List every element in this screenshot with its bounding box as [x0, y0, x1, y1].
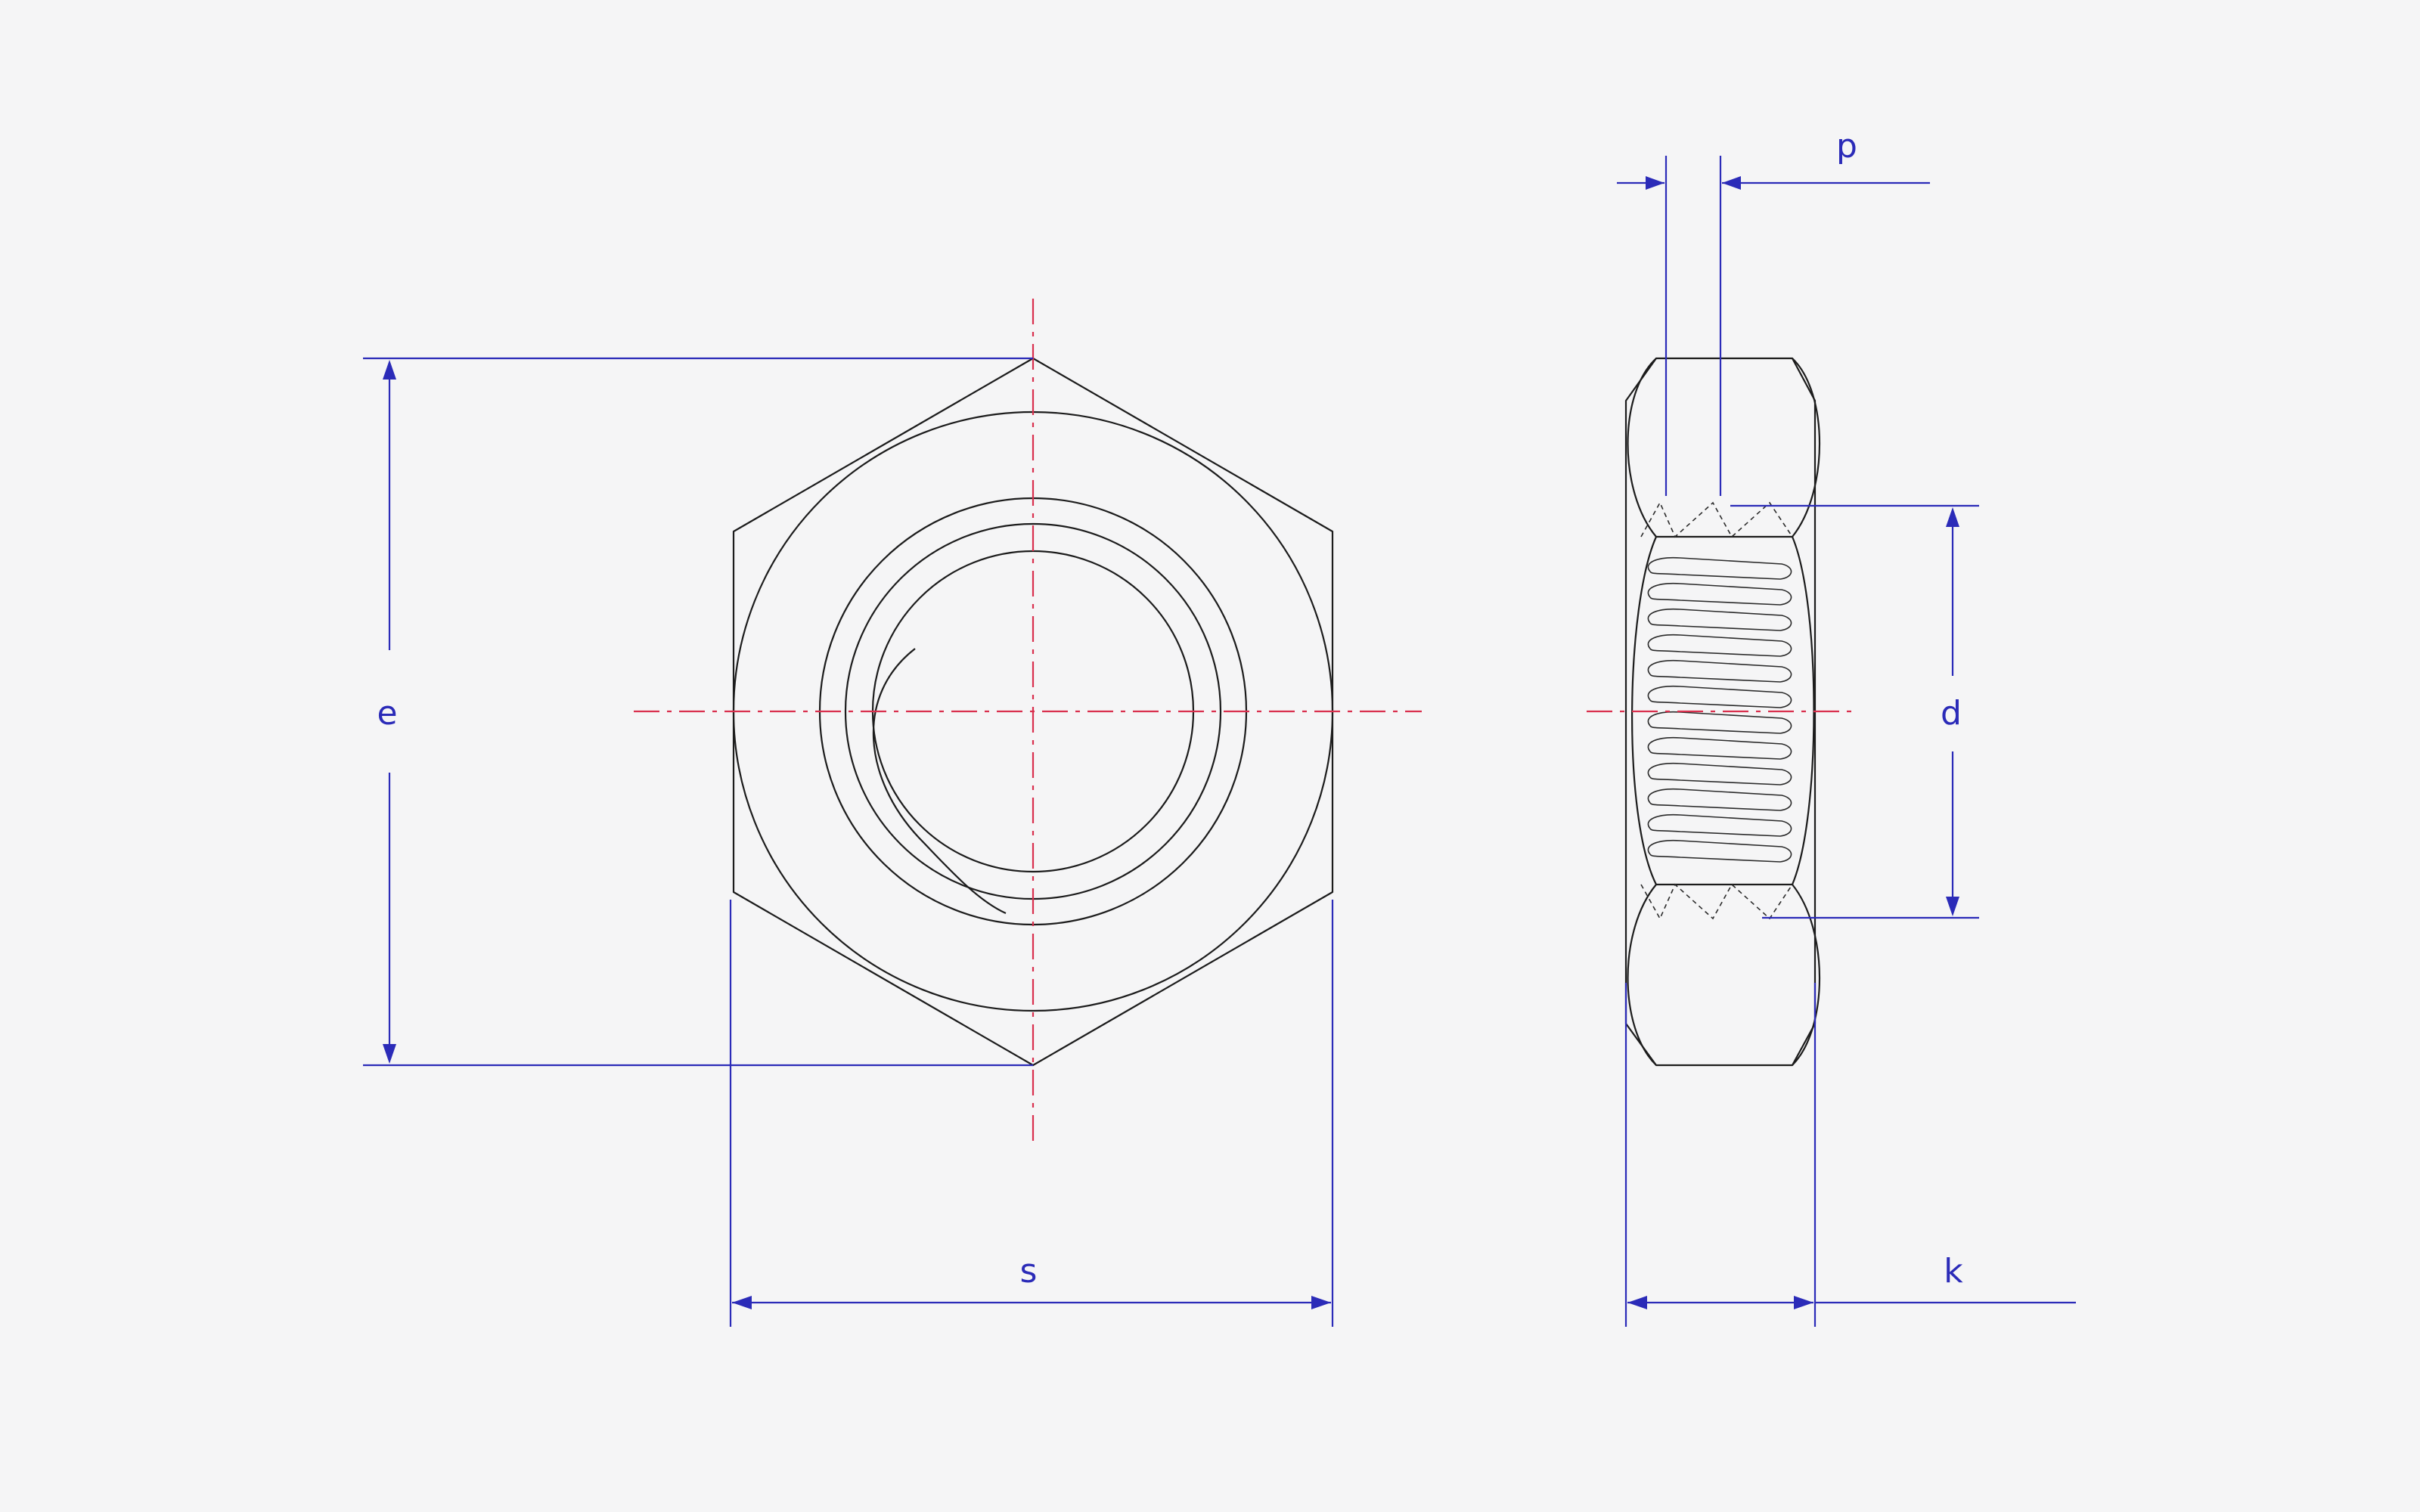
bottom-flange [1627, 883, 1820, 1066]
thread-crest [1647, 762, 1792, 785]
thread-crest [1647, 711, 1792, 734]
thread-lines [1647, 556, 1792, 863]
thread-crest [1647, 608, 1792, 631]
dimension-e: e [363, 357, 1033, 1067]
dimension-d: d [1730, 504, 1979, 919]
hidden-edge-bottom [1640, 883, 1793, 920]
thread-crest [1647, 839, 1792, 863]
thread-crest [1647, 659, 1792, 683]
top-flange [1627, 358, 1820, 538]
thread-crest [1647, 788, 1792, 811]
dimension-s: s [729, 900, 1334, 1327]
thread-crest [1647, 582, 1792, 606]
thread-crest [1647, 736, 1792, 760]
label-s: s [1020, 1252, 1038, 1290]
label-k: k [1944, 1252, 1963, 1290]
label-d: d [1941, 694, 1962, 733]
side-view [1624, 357, 1820, 1067]
dimension-p: p [1617, 127, 1930, 496]
thread-crest [1647, 634, 1792, 657]
thread-crest [1647, 813, 1792, 837]
thread-spiral [873, 648, 1007, 915]
label-p: p [1836, 127, 1857, 166]
hidden-edge-top [1640, 501, 1793, 538]
dimension-k: k [1624, 983, 2076, 1327]
thread-crest [1647, 685, 1792, 708]
label-e: e [377, 694, 397, 733]
thread-crest [1647, 556, 1792, 580]
